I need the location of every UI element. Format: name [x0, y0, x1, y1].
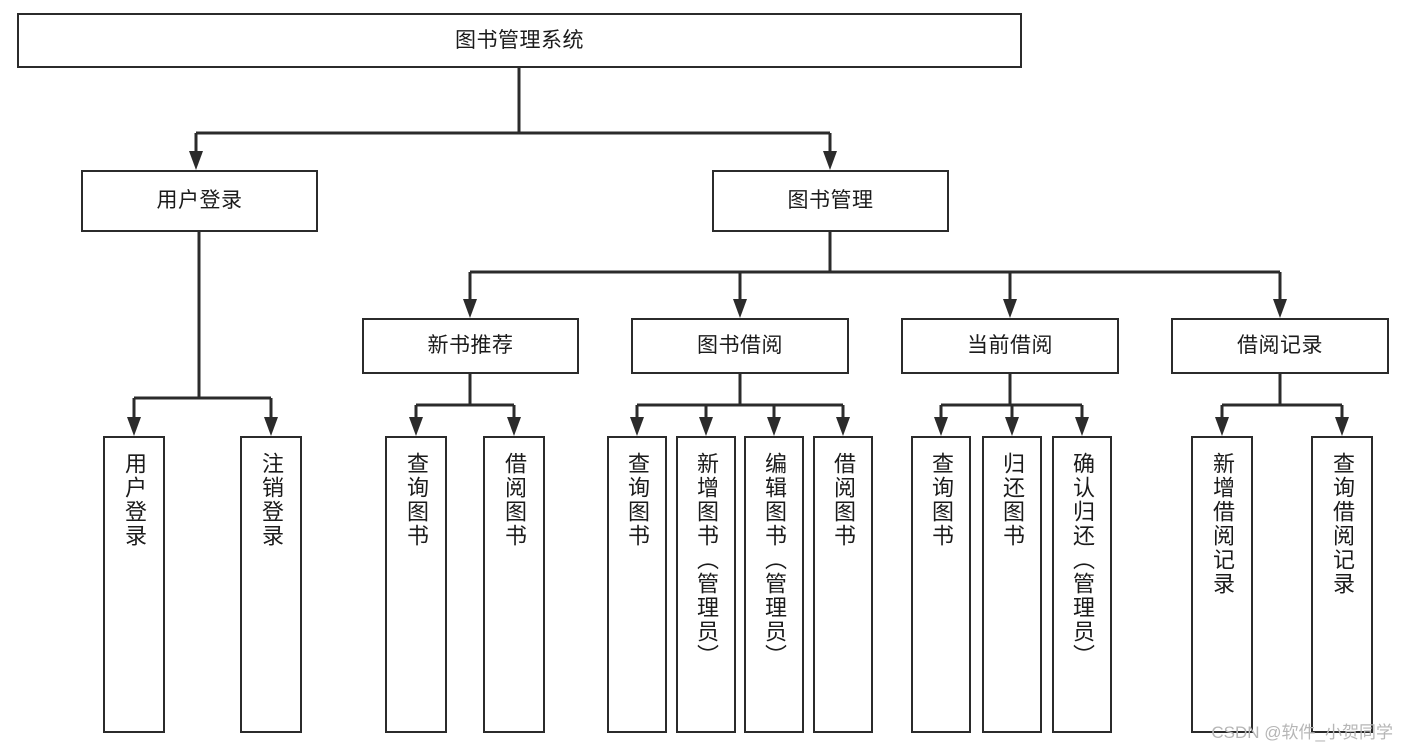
arrow-head-book-borrow-to-leaves-1: [699, 417, 713, 436]
node-leaf-borrow-query[interactable]: 查询图书: [607, 436, 667, 733]
arrow-head-borrow-record-to-leaves-1: [1335, 417, 1349, 436]
node-leaf-cur-return[interactable]: 归还图书: [982, 436, 1042, 733]
watermark-label: CSDN @软件_小贺同学: [1211, 723, 1393, 742]
node-label: 借阅记录: [1237, 334, 1323, 358]
node-leaf-rec-add[interactable]: 新增借阅记录: [1191, 436, 1253, 733]
arrow-head-current-borrow-to-leaves-1: [1005, 417, 1019, 436]
node-leaf-cur-confirm[interactable]: 确认归还（管理员）: [1052, 436, 1112, 733]
arrow-head-book-borrow-to-leaves-2: [767, 417, 781, 436]
node-label: 当前借阅: [967, 334, 1053, 358]
arrow-head-current-borrow-to-leaves-2: [1075, 417, 1089, 436]
arrow-head-book-mgmt-to-level3-2: [1003, 299, 1017, 318]
node-label: 注销登录: [259, 452, 284, 548]
arrow-head-book-borrow-to-leaves-0: [630, 417, 644, 436]
node-label: 图书管理: [787, 189, 874, 213]
arrow-head-root-to-level2-1: [823, 151, 837, 170]
arrow-head-user-login-to-leaves-1: [264, 417, 278, 436]
node-label: 借阅图书: [502, 452, 527, 548]
node-leaf-cur-query[interactable]: 查询图书: [911, 436, 971, 733]
node-label: 编辑图书（管理员）: [762, 452, 787, 668]
node-label: 查询图书: [929, 452, 954, 548]
node-label: 图书借阅: [697, 334, 783, 358]
node-leaf-user-login[interactable]: 用户登录: [103, 436, 165, 733]
node-label: 查询图书: [404, 452, 429, 548]
node-label: 新书推荐: [427, 334, 514, 358]
node-book-mgmt[interactable]: 图书管理: [712, 170, 949, 232]
arrow-head-new-book-rec-to-leaves-1: [507, 417, 521, 436]
node-leaf-rec-borrow[interactable]: 借阅图书: [483, 436, 545, 733]
node-borrow-record[interactable]: 借阅记录: [1171, 318, 1389, 374]
node-label: 借阅图书: [831, 452, 856, 548]
node-leaf-book-borrow[interactable]: 借阅图书: [813, 436, 873, 733]
node-current-borrow[interactable]: 当前借阅: [901, 318, 1119, 374]
arrow-head-book-mgmt-to-level3-0: [463, 299, 477, 318]
node-user-login[interactable]: 用户登录: [81, 170, 318, 232]
arrow-head-root-to-level2-0: [189, 151, 203, 170]
arrow-head-user-login-to-leaves-0: [127, 417, 141, 436]
node-label: 新增图书（管理员）: [694, 452, 719, 668]
arrow-head-new-book-rec-to-leaves-0: [409, 417, 423, 436]
node-leaf-book-add[interactable]: 新增图书（管理员）: [676, 436, 736, 733]
arrow-head-book-mgmt-to-level3-1: [733, 299, 747, 318]
node-leaf-rec-query[interactable]: 查询图书: [385, 436, 447, 733]
node-root[interactable]: 图书管理系统: [17, 13, 1022, 68]
node-label: 新增借阅记录: [1210, 452, 1235, 596]
arrow-head-borrow-record-to-leaves-0: [1215, 417, 1229, 436]
node-book-borrow[interactable]: 图书借阅: [631, 318, 849, 374]
node-label: 图书管理系统: [455, 28, 584, 52]
node-label: 用户登录: [122, 452, 147, 548]
node-leaf-user-logout[interactable]: 注销登录: [240, 436, 302, 733]
node-label: 确认归还（管理员）: [1070, 452, 1095, 668]
node-label: 归还图书: [1000, 452, 1025, 548]
node-leaf-book-edit[interactable]: 编辑图书（管理员）: [744, 436, 804, 733]
node-label: 查询借阅记录: [1330, 452, 1355, 596]
arrow-head-book-borrow-to-leaves-3: [836, 417, 850, 436]
arrow-head-current-borrow-to-leaves-0: [934, 417, 948, 436]
node-label: 用户登录: [156, 189, 243, 213]
node-leaf-rec-search[interactable]: 查询借阅记录: [1311, 436, 1373, 733]
arrow-head-book-mgmt-to-level3-3: [1273, 299, 1287, 318]
node-new-book-rec[interactable]: 新书推荐: [362, 318, 579, 374]
node-label: 查询图书: [625, 452, 650, 548]
